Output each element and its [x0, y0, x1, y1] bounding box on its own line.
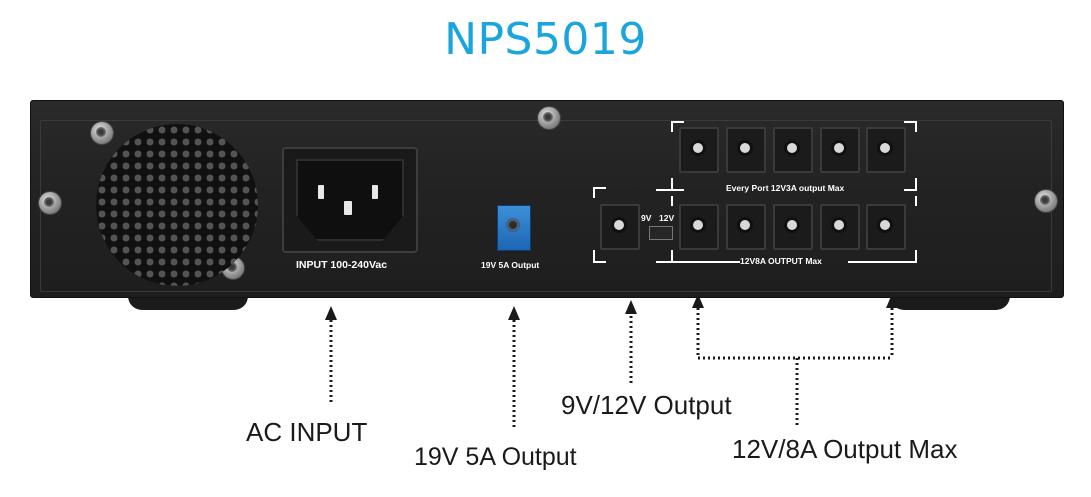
screw-icon [1034, 189, 1058, 213]
callout-12v8a-output: 12V/8A Output Max [732, 434, 958, 464]
callout-ac-input: AC INPUT [246, 417, 368, 447]
iec-socket-icon [296, 159, 404, 241]
dc-jack-top-3[interactable] [773, 127, 813, 173]
ac-power-socket[interactable] [282, 147, 418, 253]
ac-input-panel-label: INPUT 100-240Vac [296, 259, 388, 271]
screw-icon [38, 191, 62, 215]
callout-19v-output: 19V 5A Output [414, 443, 577, 471]
fan-grille-icon [96, 124, 258, 286]
19v-output-port[interactable] [497, 205, 531, 251]
product-title: NPS5019 [444, 14, 647, 65]
dc-jack-bottom-4[interactable] [820, 204, 860, 250]
voltage-switch[interactable] [649, 226, 673, 240]
callout-9v12v-output: 9V/12V Output [561, 390, 732, 420]
socket-pin-icon [318, 185, 324, 199]
bottom-row-label: 12V8A OUTPUT Max [740, 256, 822, 266]
9v12v-dc-jack[interactable] [600, 204, 640, 250]
dc-jack-top-2[interactable] [726, 127, 766, 173]
dc-jack-bottom-2[interactable] [726, 204, 766, 250]
socket-pin-icon [372, 185, 378, 199]
socket-pin-icon [344, 201, 352, 215]
top-row-label: Every Port 12V3A output Max [726, 183, 845, 193]
dc-jack-top-5[interactable] [866, 127, 906, 173]
switch-label-12v: 12V [659, 213, 675, 223]
dc-jack-bottom-1[interactable] [679, 204, 719, 250]
screw-icon [90, 121, 114, 145]
dc-jack-top-1[interactable] [679, 127, 719, 173]
screw-icon [537, 106, 561, 130]
switch-label-9v: 9V [641, 213, 652, 223]
dc-jack-bottom-5[interactable] [866, 204, 906, 250]
dc-jack-top-4[interactable] [820, 127, 860, 173]
dc-jack-bottom-3[interactable] [773, 204, 813, 250]
19v-output-panel-label: 19V 5A Output [481, 260, 540, 270]
